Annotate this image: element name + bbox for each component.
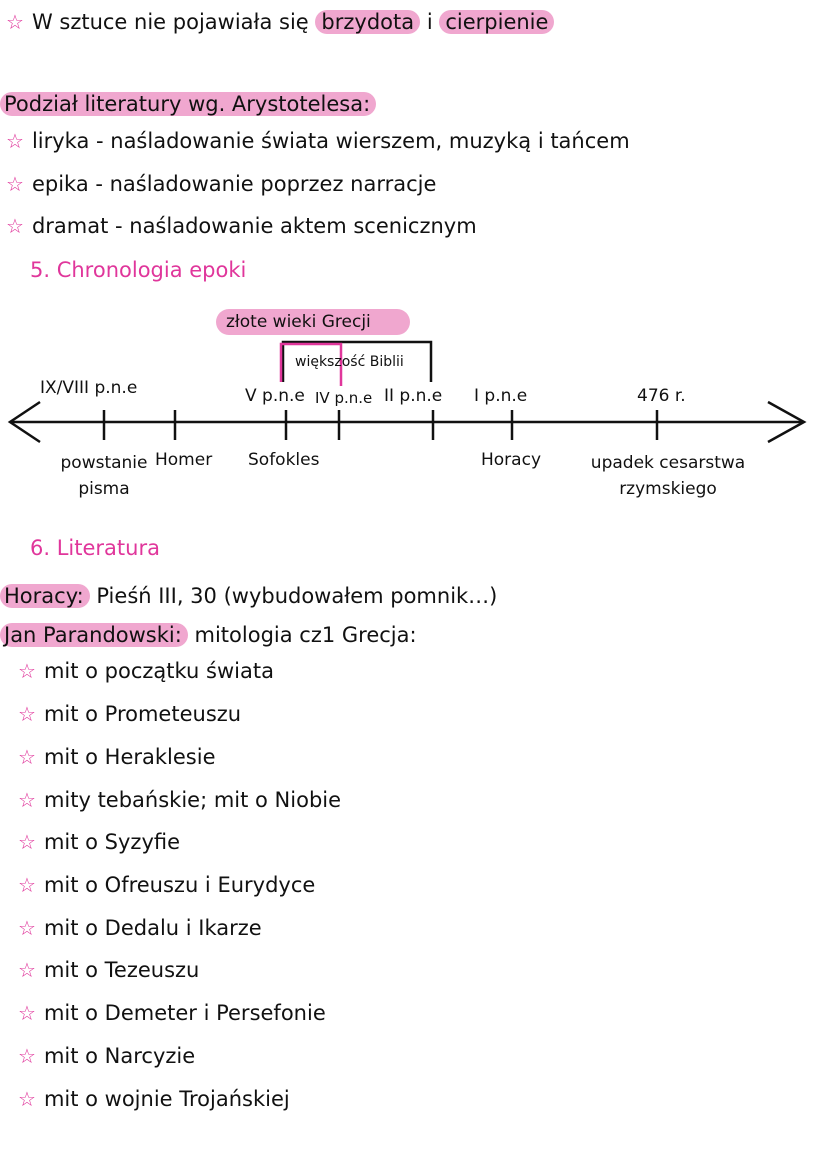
- star-icon: ☆: [18, 745, 36, 769]
- label-horacy: Horacy: [481, 450, 541, 470]
- aristotle-item-text: liryka - naśladowanie świata wierszem, m…: [31, 129, 630, 153]
- horace-label: Horacy:: [0, 584, 90, 608]
- highlight-brzydota: brzydota: [315, 10, 421, 34]
- myth-text: mit o Narcyzie: [43, 1044, 196, 1068]
- star-icon: ☆: [6, 172, 24, 196]
- timeline-graphic: [7, 309, 807, 444]
- section-5-title: 5. Chronologia epoki: [30, 258, 247, 282]
- timeline-top-label: IX/VIII p.n.e: [40, 378, 138, 398]
- timeline-top-label: IV p.n.e: [315, 389, 373, 407]
- bible-label: większość Biblii: [295, 354, 404, 370]
- bible-bracket: [281, 340, 433, 382]
- myth-item: ☆ mit o Syzyfie: [18, 828, 180, 856]
- star-icon: ☆: [18, 788, 36, 812]
- myth-item: ☆ mit o Ofreuszu i Eurydyce: [18, 871, 315, 899]
- parandowski-label: Jan Parandowski:: [0, 623, 188, 647]
- timeline-top-label: I p.n.e: [474, 386, 528, 406]
- aristotle-item: ☆ epika - naśladowanie poprzez narracje: [6, 170, 436, 198]
- myth-item: ☆ mit o Tezeuszu: [18, 956, 199, 984]
- star-icon: ☆: [18, 1087, 36, 1111]
- aristotle-item: ☆ dramat - naśladowanie aktem scenicznym: [6, 212, 477, 240]
- intro-text: W sztuce nie pojawiała się: [31, 10, 309, 34]
- aristotle-heading-text: Podział literatury wg. Arystotelesa:: [0, 92, 377, 116]
- star-icon: ☆: [6, 10, 24, 34]
- golden-age-bracket: [279, 342, 343, 386]
- myth-item: ☆ mit o Narcyzie: [18, 1042, 195, 1070]
- aristotle-item-text: dramat - naśladowanie aktem scenicznym: [31, 214, 477, 238]
- intro-connector: i: [426, 10, 433, 34]
- myth-item: ☆ mity tebańskie; mit o Niobie: [18, 786, 341, 814]
- label-homer: Homer: [155, 450, 213, 470]
- parandowski-line: Jan Parandowski: mitologia cz1 Grecja:: [0, 621, 417, 649]
- star-icon: ☆: [18, 873, 36, 897]
- star-icon: ☆: [6, 129, 24, 153]
- arrow-left-icon: [7, 400, 41, 444]
- label-sofokles: Sofokles: [248, 450, 320, 470]
- star-icon: ☆: [18, 659, 36, 683]
- myth-text: mit o Dedalu i Ikarze: [43, 916, 262, 940]
- star-icon: ☆: [18, 830, 36, 854]
- myth-text: mit o wojnie Trojańskiej: [43, 1087, 290, 1111]
- aristotle-heading: Podział literatury wg. Arystotelesa:: [0, 90, 377, 118]
- section-6-title: 6. Literatura: [30, 536, 160, 560]
- star-icon: ☆: [18, 1044, 36, 1068]
- highlight-cierpienie: cierpienie: [439, 10, 555, 34]
- myth-text: mit o początku świata: [43, 659, 274, 683]
- myth-item: ☆ mit o Demeter i Persefonie: [18, 999, 326, 1027]
- myth-item: ☆ mit o Heraklesie: [18, 743, 216, 771]
- horace-text: Pieśń III, 30 (wybudowałem pomnik…): [96, 584, 498, 608]
- timeline-top-label: II p.n.e: [384, 386, 443, 406]
- star-icon: ☆: [18, 958, 36, 982]
- star-icon: ☆: [18, 1001, 36, 1025]
- myth-text: mit o Heraklesie: [43, 745, 216, 769]
- parandowski-text: mitologia cz1 Grecja:: [194, 623, 417, 647]
- timeline-top-label: 476 r.: [637, 386, 686, 406]
- myth-item: ☆ mit o początku świata: [18, 657, 274, 685]
- myth-item: ☆ mit o wojnie Trojańskiej: [18, 1085, 290, 1113]
- myth-text: mit o Prometeuszu: [43, 702, 242, 726]
- myth-item: ☆ mit o Dedalu i Ikarze: [18, 914, 262, 942]
- myth-item: ☆ mit o Prometeuszu: [18, 700, 241, 728]
- star-icon: ☆: [18, 702, 36, 726]
- myth-text: mit o Tezeuszu: [43, 958, 200, 982]
- horace-line: Horacy: Pieśń III, 30 (wybudowałem pomni…: [0, 582, 497, 610]
- star-icon: ☆: [6, 214, 24, 238]
- golden-age-label: złote wieki Grecji: [226, 312, 371, 332]
- myth-text: mit o Ofreuszu i Eurydyce: [43, 873, 316, 897]
- label-upadek-cesarstwa: upadek cesarstwa rzymskiego: [590, 453, 746, 499]
- label-powstanie-pisma: powstanie pisma: [60, 453, 148, 499]
- myth-text: mity tebańskie; mit o Niobie: [43, 788, 342, 812]
- aristotle-item-text: epika - naśladowanie poprzez narracje: [31, 172, 437, 196]
- intro-line: ☆ W sztuce nie pojawiała się brzydota i c…: [6, 8, 555, 36]
- star-icon: ☆: [18, 916, 36, 940]
- timeline-top-label: V p.n.e: [245, 386, 305, 406]
- aristotle-item: ☆ liryka - naśladowanie świata wierszem, …: [6, 127, 630, 155]
- arrow-right-icon: [767, 400, 807, 444]
- myth-text: mit o Syzyfie: [43, 830, 181, 854]
- myth-text: mit o Demeter i Persefonie: [43, 1001, 326, 1025]
- golden-age-pill: [216, 309, 410, 335]
